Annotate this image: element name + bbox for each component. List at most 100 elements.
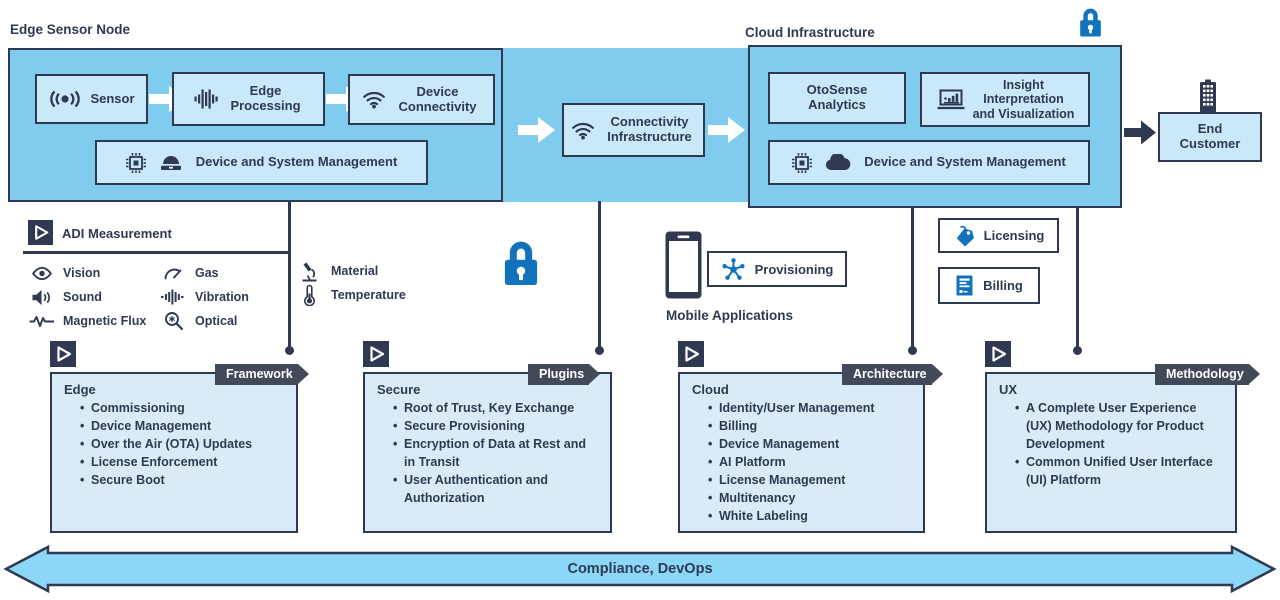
- bullet-item: User Authentication and Authorization: [393, 471, 598, 507]
- panel-cloud: Cloud Identity/User ManagementBillingDev…: [678, 372, 925, 533]
- adi-measurement-divider: [23, 251, 289, 254]
- connector-line: [288, 201, 291, 352]
- panel-secure: Secure Root of Trust, Key ExchangeSecure…: [363, 372, 612, 533]
- bullet-list: Root of Trust, Key ExchangeSecure Provis…: [377, 399, 598, 507]
- bullet-item: Over the Air (OTA) Updates: [80, 435, 284, 453]
- otosense-analytics-label: OtoSense Analytics: [806, 82, 868, 112]
- bullet-item: Root of Trust, Key Exchange: [393, 399, 598, 417]
- cloud-device-system-management-box: Device and System Management: [768, 140, 1090, 185]
- laptop-chart-icon: [936, 89, 966, 110]
- cloud-icon: [824, 154, 852, 171]
- bullet-list: CommissioningDevice ManagementOver the A…: [64, 399, 284, 489]
- measurement-item: Sound: [28, 287, 102, 307]
- bullet-item: Commissioning: [80, 399, 284, 417]
- measurement-item: Vibration: [160, 287, 249, 307]
- building-icon: [1194, 79, 1222, 113]
- bullet-item: License Enforcement: [80, 453, 284, 471]
- measurement-item: Material: [296, 261, 378, 281]
- edge-device-system-management-box: Device and System Management: [95, 140, 428, 185]
- sensor-label: Sensor: [90, 90, 135, 106]
- connector-dot: [285, 346, 294, 355]
- play-icon: [985, 341, 1011, 367]
- vibration-icon: [160, 289, 187, 305]
- connector-dot: [595, 346, 604, 355]
- provisioning-label: Provisioning: [754, 261, 834, 277]
- bullet-item: Secure Boot: [80, 471, 284, 489]
- speaker-icon: [28, 289, 55, 306]
- licensing-label: Licensing: [983, 228, 1045, 243]
- sensor-box: Sensor: [35, 74, 148, 124]
- sensor-device-icon: [158, 155, 184, 171]
- flow-arrow-icon: [708, 116, 746, 149]
- panel-tag-methodology: Methodology: [1155, 364, 1260, 385]
- bullet-item: AI Platform: [708, 453, 911, 471]
- play-icon: [678, 341, 704, 367]
- insight-label: Insight Interpretation and Visualization: [972, 77, 1075, 121]
- waveform-icon: [194, 89, 220, 109]
- licensing-box: Licensing: [938, 218, 1059, 253]
- license-tag-icon: [953, 225, 975, 247]
- optical-icon: [160, 311, 187, 331]
- connector-line: [911, 206, 914, 352]
- bullet-item: Identity/User Management: [708, 399, 911, 417]
- thermometer-icon: [296, 284, 323, 306]
- panel-title: UX: [999, 382, 1018, 397]
- insight-box: Insight Interpretation and Visualization: [920, 72, 1090, 127]
- panel-edge: Edge CommissioningDevice ManagementOver …: [50, 372, 298, 533]
- bullet-list: A Complete User Experience (UX) Methodol…: [999, 399, 1223, 489]
- billing-box: Billing: [938, 267, 1040, 304]
- panel-tag-plugins: Plugins: [528, 364, 601, 385]
- end-customer-label: End Customer: [1179, 121, 1241, 151]
- bullet-item: White Labeling: [708, 507, 911, 525]
- connector-dot: [908, 346, 917, 355]
- bullet-item: Multitenancy: [708, 489, 911, 507]
- panel-title: Cloud: [692, 382, 729, 397]
- measurement-item: Magnetic Flux: [28, 311, 146, 331]
- bullet-item: Common Unified User Interface (UI) Platf…: [1015, 453, 1223, 489]
- sensor-icon: [48, 90, 82, 108]
- invoice-icon: [955, 274, 974, 297]
- mobile-phone-icon: [665, 231, 702, 299]
- wifi-icon: [571, 121, 595, 140]
- measurement-item: Vision: [28, 263, 100, 283]
- adi-measurement-title: ADI Measurement: [62, 226, 172, 241]
- bullet-item: Device Management: [708, 435, 911, 453]
- connector-line: [1076, 206, 1079, 352]
- bullet-item: Device Management: [80, 417, 284, 435]
- eye-icon: [28, 266, 55, 281]
- bullet-list: Identity/User ManagementBillingDevice Ma…: [692, 399, 911, 525]
- connector-line: [598, 201, 601, 352]
- edge-device-system-management-label: Device and System Management: [195, 154, 398, 170]
- bullet-item: Secure Provisioning: [393, 417, 598, 435]
- connector-dot: [1073, 346, 1082, 355]
- security-lock-icon: [1077, 4, 1104, 47]
- play-icon: [50, 341, 76, 367]
- measurement-item: Temperature: [296, 284, 406, 306]
- cloud-infrastructure-label: Cloud Infrastructure: [745, 25, 875, 40]
- mobile-applications-label: Mobile Applications: [666, 308, 794, 323]
- edge-sensor-node-label: Edge Sensor Node: [10, 22, 131, 37]
- chip-icon: [125, 152, 146, 173]
- device-connectivity-label: Device Connectivity: [398, 83, 477, 114]
- bullet-item: Billing: [708, 417, 911, 435]
- edge-processing-box: Edge Processing: [172, 72, 325, 126]
- play-icon: [28, 220, 53, 245]
- panel-tag-framework: Framework: [215, 364, 309, 385]
- chip-icon: [792, 152, 813, 173]
- bullet-item: Encryption of Data at Rest and in Transi…: [393, 435, 598, 471]
- magnetic-flux-icon: [28, 315, 55, 328]
- end-customer-arrow-icon: [1124, 119, 1157, 146]
- gauge-icon: [160, 266, 187, 280]
- panel-title: Edge: [64, 382, 96, 397]
- bullet-item: License Management: [708, 471, 911, 489]
- edge-processing-label: Edge Processing: [230, 83, 301, 113]
- compliance-arrow: [0, 540, 1280, 600]
- provisioning-box: Provisioning: [707, 251, 847, 287]
- provisioning-hub-icon: [721, 257, 746, 282]
- panel-tag-architecture: Architecture: [842, 364, 943, 385]
- flow-arrow-icon: [518, 116, 556, 149]
- wifi-icon: [362, 90, 386, 109]
- panel-ux: UX A Complete User Experience (UX) Metho…: [985, 372, 1237, 533]
- billing-label: Billing: [983, 278, 1023, 293]
